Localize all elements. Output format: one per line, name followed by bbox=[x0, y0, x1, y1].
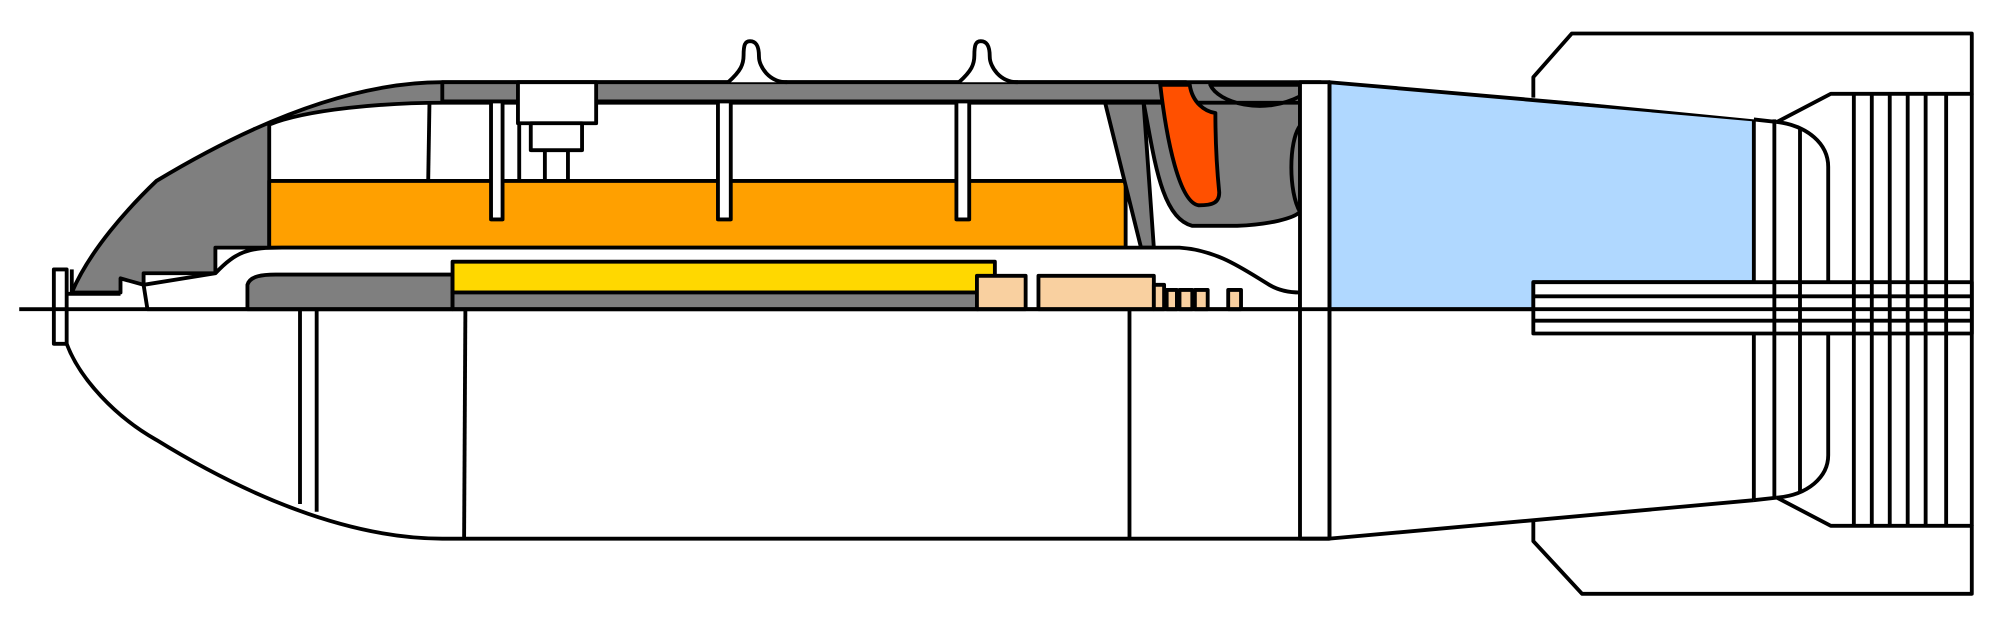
exhaust-cone bbox=[1327, 80, 1756, 312]
shaft-sleeve bbox=[450, 290, 981, 312]
spinner bbox=[51, 267, 121, 346]
mount-lugs bbox=[726, 39, 1019, 85]
nose-cowl bbox=[69, 80, 1323, 295]
bearing-housing bbox=[245, 272, 455, 312]
compressor bbox=[267, 179, 1128, 250]
turbine-disc bbox=[975, 273, 1243, 312]
combustion-flame bbox=[1158, 82, 1222, 208]
struts bbox=[426, 99, 972, 222]
main-shaft bbox=[450, 259, 997, 295]
igniter bbox=[516, 80, 599, 181]
